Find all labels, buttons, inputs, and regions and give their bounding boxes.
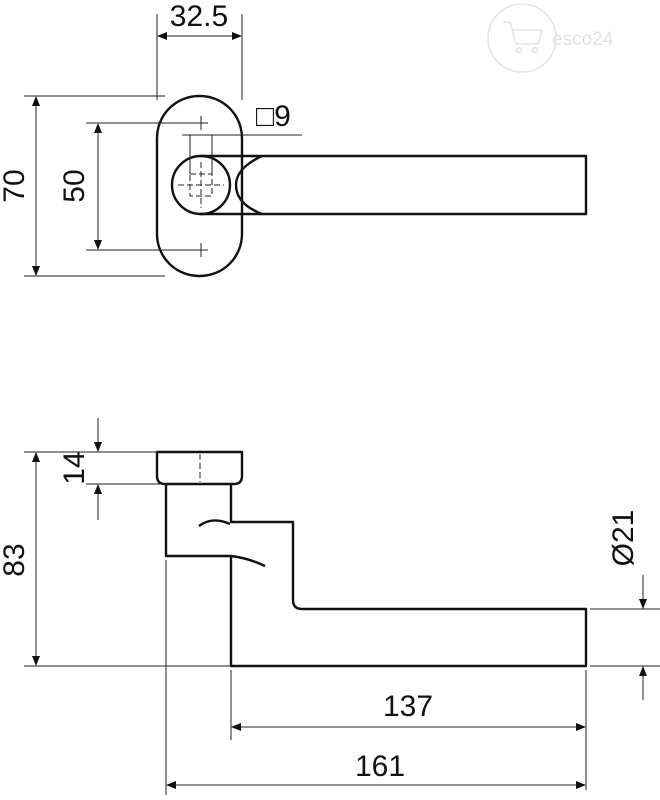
lever-shoulder <box>234 154 263 216</box>
dim-label-total-length: 161 <box>355 750 405 783</box>
lever-hub <box>170 154 232 216</box>
rosette-outline <box>155 94 244 278</box>
dim-label-lever-length: 137 <box>383 690 433 723</box>
dim-label-width: 32.5 <box>170 0 228 33</box>
dim-label-square: □9 <box>256 100 291 133</box>
rose-cap <box>155 450 244 486</box>
spindle-curve-top <box>198 519 231 527</box>
screw-hole-bottom <box>194 243 208 257</box>
watermark: esco24 <box>487 3 614 73</box>
side-view: 14 83 Ø21 137 161 <box>0 418 660 795</box>
shopping-cart-icon <box>503 21 544 54</box>
dim-label-diameter: Ø21 <box>607 510 640 567</box>
watermark-text: esco24 <box>552 29 614 50</box>
watermark-circle <box>487 3 557 73</box>
spindle-curve-bottom <box>230 554 266 568</box>
top-view: 32.5 □9 70 50 <box>0 0 588 278</box>
dim-label-height-inner: 50 <box>58 169 91 202</box>
screw-hole-top <box>194 116 208 130</box>
dim-label-total-height: 83 <box>0 543 31 576</box>
lever-body <box>164 484 588 668</box>
dim-label-height-outer: 70 <box>0 169 31 202</box>
lever-arm <box>200 154 588 216</box>
dim-label-rose-height: 14 <box>58 451 91 484</box>
